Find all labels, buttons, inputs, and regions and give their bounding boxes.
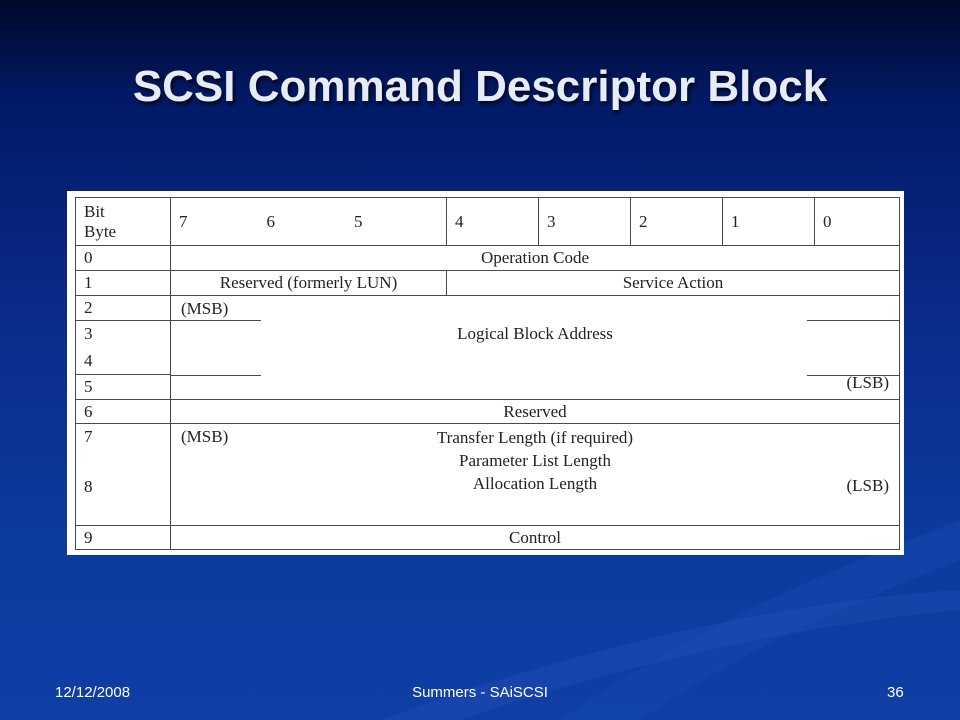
- service-action-field: Service Action: [446, 270, 900, 296]
- logical-block-address-field: (MSB) Logical Block Address (LSB): [170, 295, 900, 400]
- bit-4: 4: [446, 197, 539, 246]
- bit-label: Bit: [84, 201, 105, 221]
- reserved-lun-field: Reserved (formerly LUN): [170, 270, 447, 296]
- control-field: Control: [170, 525, 900, 550]
- length-field: (MSB) Transfer Length (if required) Para…: [170, 423, 900, 526]
- bit-7: 7: [179, 211, 188, 231]
- byte-1-row: 1 Reserved (formerly LUN) Service Action: [75, 270, 900, 296]
- byte-2-row: 2 (MSB) Logical Block Address (LSB): [75, 295, 900, 400]
- byte-8-number: 8: [75, 449, 171, 526]
- lba-lsb: (LSB): [846, 373, 890, 392]
- operation-code-field: Operation Code: [170, 245, 900, 271]
- allocation-length-label: Allocation Length: [472, 474, 598, 493]
- byte-1-number: 1: [75, 270, 171, 296]
- lba-msb: (MSB): [181, 299, 229, 318]
- bit-3: 3: [538, 197, 631, 246]
- byte-6-number: 6: [75, 399, 171, 424]
- byte-6-row: 6 Reserved: [75, 399, 900, 424]
- byte-2-3-divider-right: [807, 320, 899, 321]
- footer-center: Summers - SAiSCSI: [412, 684, 548, 701]
- byte-7-row: 7 (MSB) Transfer Length (if required) Pa…: [75, 423, 900, 526]
- byte-5-number: 5: [75, 374, 171, 400]
- bits-7-6-5-header: 7 6 5: [170, 197, 447, 246]
- byte-4-5-divider-right: [807, 375, 899, 376]
- lba-label: Logical Block Address: [457, 324, 613, 343]
- byte-4-5-divider-left: [171, 375, 261, 376]
- bit-5: 5: [354, 211, 363, 231]
- byte-0-row: 0 Operation Code: [75, 245, 900, 271]
- length-msb: (MSB): [181, 427, 229, 446]
- reserved-field: Reserved: [170, 399, 900, 424]
- footer-date: 12/12/2008: [55, 684, 131, 701]
- bit-byte-header: Bit Byte: [75, 197, 171, 246]
- cdb-table: Bit Byte 7 6 5 4 3 2 1 0 0 Operation Cod…: [75, 197, 900, 550]
- byte-2-3-divider: [171, 320, 261, 321]
- byte-2-number: 2: [75, 295, 171, 321]
- bit-6: 6: [266, 211, 276, 231]
- byte-4-row: 4: [75, 347, 900, 375]
- byte-7-number: 7: [75, 423, 171, 450]
- parameter-list-length-label: Parameter List Length: [458, 451, 611, 470]
- byte-label: Byte: [84, 221, 117, 241]
- footer-page-number: 36: [887, 684, 904, 701]
- header-row: Bit Byte 7 6 5 4 3 2 1 0: [75, 197, 900, 246]
- slide-title: SCSI Command Descriptor Block: [132, 62, 828, 111]
- byte-0-number: 0: [75, 245, 171, 271]
- byte-3-number: 3: [75, 320, 171, 348]
- cdb-figure: Bit Byte 7 6 5 4 3 2 1 0 0 Operation Cod…: [67, 191, 904, 555]
- bit-2: 2: [630, 197, 723, 246]
- byte-9-number: 9: [75, 525, 171, 550]
- byte-4-number: 4: [75, 347, 171, 375]
- byte-9-row: 9 Control: [75, 525, 900, 550]
- transfer-length-label: Transfer Length (if required): [436, 428, 634, 447]
- bit-1: 1: [722, 197, 815, 246]
- bit-0: 0: [814, 197, 900, 246]
- length-lsb: (LSB): [846, 476, 890, 495]
- byte-3-row: 3: [75, 320, 900, 348]
